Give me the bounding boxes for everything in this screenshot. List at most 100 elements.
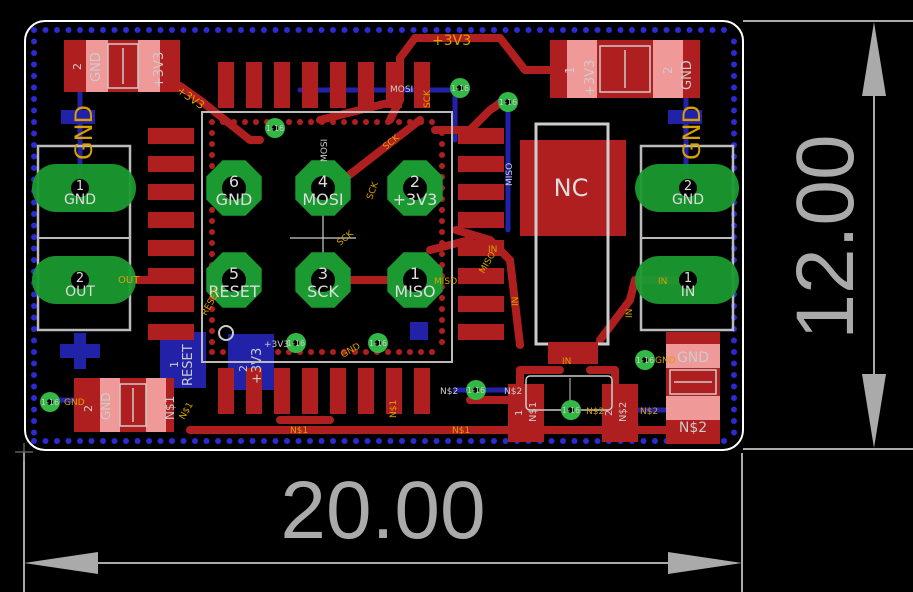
stitch-dot	[77, 27, 83, 33]
chip-ring-dot	[439, 306, 445, 312]
via-3: 1-16	[265, 118, 285, 138]
chip-ring-dot	[209, 119, 215, 125]
stitch-dot	[410, 438, 417, 444]
cap-bl-net1: N$1	[163, 396, 177, 420]
chip-ring-dot	[341, 349, 347, 355]
stitch-dot	[422, 438, 428, 444]
net-out: OUT	[118, 275, 140, 286]
qfn-pad-bottom	[246, 368, 262, 414]
cap-tr-net2: GND	[680, 60, 695, 90]
stitch-dot	[31, 429, 37, 436]
net-sck: SCK	[423, 89, 433, 108]
stitch-dot	[537, 27, 543, 33]
qfn-pad-left	[148, 240, 194, 256]
stitch-dot	[468, 27, 474, 33]
stitch-dot	[192, 438, 198, 444]
stitch-dot	[31, 314, 37, 321]
header-pin-number: 4	[318, 172, 328, 191]
dimension-arrowheads	[24, 22, 886, 574]
stitch-dot	[731, 429, 737, 436]
chip-ring-dot	[439, 339, 445, 345]
stitch-dot	[307, 27, 313, 33]
stitch-dot	[468, 438, 474, 444]
via-6: 1-16	[466, 380, 486, 400]
stitch-dot	[594, 438, 601, 444]
chip-ring-dot	[297, 119, 303, 125]
chip-ring-dot	[439, 207, 445, 213]
net-n1-a: N$1	[290, 426, 308, 436]
stitch-dot	[502, 27, 509, 33]
chip-ring-dot	[209, 240, 215, 246]
capacitor-top-left: 2 GND +3V3	[64, 40, 180, 92]
via-2: 1-16	[498, 92, 518, 112]
chip-ring-dot	[396, 349, 402, 355]
chip-ring-dot	[319, 349, 325, 355]
chip-ring-dot	[209, 218, 215, 224]
stitch-dot	[238, 27, 244, 33]
header-pin-number: 2	[410, 172, 420, 191]
right-conn-pin1-number: 1	[684, 271, 692, 286]
net-n2-b: N$2	[504, 387, 522, 397]
via-1-label: 1-16	[451, 84, 469, 93]
cap-tr-pin1: 1	[563, 66, 577, 74]
qfn-pad-top	[302, 62, 318, 108]
stitch-dot	[65, 438, 72, 444]
qfn-pad-right	[458, 184, 504, 200]
stitch-dot	[456, 438, 463, 444]
stitch-dot	[284, 27, 290, 33]
stitch-dot	[731, 107, 737, 114]
header-pad-2: 2+3V3	[387, 160, 443, 216]
qfn-pad-left	[148, 268, 194, 284]
stitch-dot	[88, 438, 95, 444]
stitch-dot	[353, 27, 359, 33]
stitch-dot	[560, 27, 566, 33]
right-conn-pin1-name: IN	[681, 284, 696, 300]
chip-ring-dot	[209, 141, 215, 147]
chip-ring-dot	[275, 349, 281, 355]
chip-ring-dot	[439, 295, 445, 301]
chip-ring-dot	[209, 130, 215, 136]
stitch-dot	[731, 383, 737, 390]
header-pad-drill	[222, 268, 246, 292]
stitch-dot	[169, 438, 175, 444]
stitch-dot	[479, 27, 486, 33]
net-v33-small: +3V3	[264, 340, 289, 350]
header-pin-name: MOSI	[302, 190, 343, 209]
stitch-dot	[65, 27, 72, 33]
header-pin-name: SCK	[307, 282, 339, 301]
chip-ring-dot	[209, 152, 215, 158]
stitch-dot	[123, 438, 129, 444]
qfn-pad-left	[148, 184, 194, 200]
stitch-dot	[31, 222, 37, 229]
stitch-dot	[31, 61, 37, 68]
qfn-pad-top	[218, 62, 234, 108]
via-4-label: 1-16	[287, 339, 305, 348]
left-connector: 1 GND 2 OUT GND	[32, 105, 136, 332]
chip-ring-dot	[363, 349, 369, 355]
stitch-dot	[31, 360, 37, 367]
stitch-dot	[31, 337, 37, 344]
left-conn-net-label: GND	[70, 105, 98, 160]
qfn-pad-bottom	[302, 368, 318, 414]
chip-ring-dot	[439, 251, 445, 257]
stitch-dot	[272, 27, 279, 33]
stitch-dot	[686, 27, 693, 33]
stitch-dot	[31, 165, 37, 171]
stitch-dot	[31, 119, 37, 125]
stitch-dot	[203, 27, 210, 33]
chip-ring-dot	[439, 218, 445, 224]
stitch-dot	[731, 119, 737, 125]
qfn-pad-bottom	[330, 368, 346, 414]
net-miso: MISO	[434, 277, 457, 287]
stitch-dot	[31, 96, 37, 102]
stitch-dot	[525, 27, 532, 33]
stitch-dot	[54, 438, 60, 444]
chip-ring-dot	[439, 163, 445, 169]
via-4: 1-16	[286, 333, 306, 353]
cap-tl-pin2: 2	[71, 63, 84, 70]
stitch-dot	[88, 27, 95, 33]
stitch-dot	[31, 257, 37, 263]
